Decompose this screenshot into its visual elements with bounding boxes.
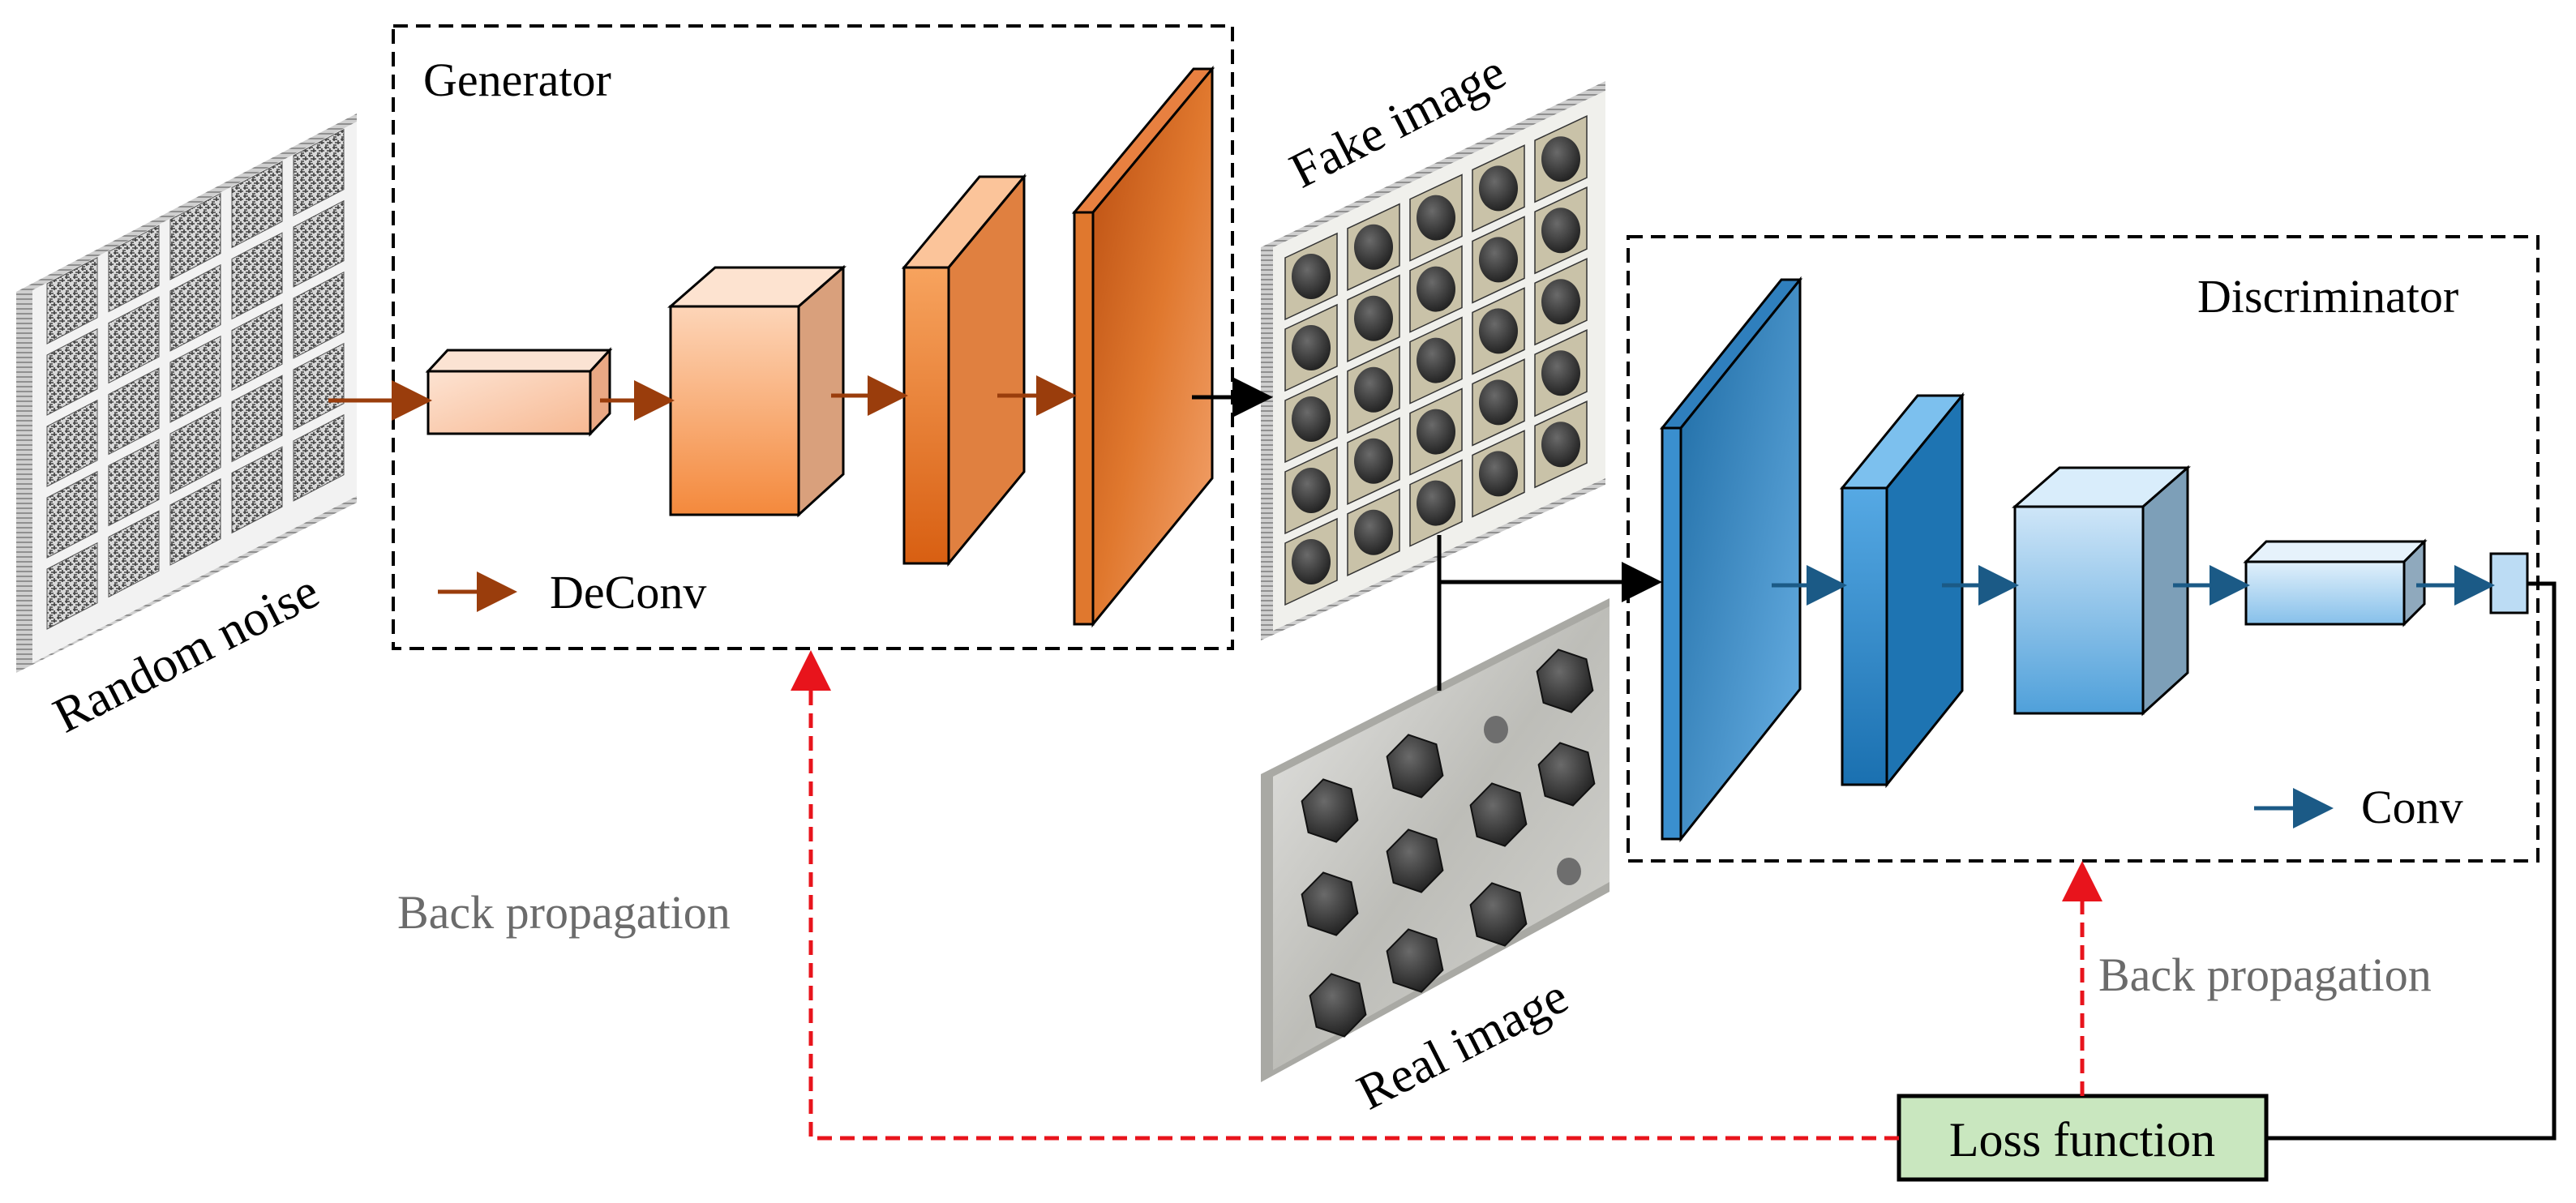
fake-bolt [1417, 480, 1455, 526]
fake-bolt [1292, 253, 1331, 299]
fake-bolt [1541, 136, 1580, 182]
noise-tile [231, 375, 283, 463]
discriminator-block-3 [2012, 465, 2191, 717]
real-bolt [1469, 882, 1528, 947]
noise-tile [169, 192, 221, 280]
discriminator-block-4 [2243, 538, 2428, 627]
fake-bolt [1354, 366, 1393, 413]
noise-tile [293, 413, 345, 502]
real-bolt [1309, 973, 1367, 1038]
noise-tile [108, 510, 160, 598]
real-bolt [1301, 871, 1359, 936]
noise-tile [46, 256, 98, 345]
fake-bolt [1354, 438, 1393, 484]
noise-tile [46, 542, 98, 630]
fake-bolt [1417, 195, 1455, 241]
noise-tile [46, 328, 98, 416]
fake-bolt [1541, 350, 1580, 396]
conv-legend-label: Conv [2361, 781, 2463, 833]
plate-hole [1557, 858, 1581, 885]
fake-bolt [1541, 279, 1580, 325]
real-bolt [1386, 928, 1444, 993]
discriminator-block-1 [1659, 276, 1803, 843]
fake-image-panel [1261, 81, 1605, 640]
noise-tile [46, 399, 98, 487]
fake-bolt [1354, 224, 1393, 270]
noise-tile [231, 446, 283, 534]
fake-bolt [1541, 422, 1580, 468]
data-flow-connectors [1192, 377, 1662, 691]
noise-tile [293, 271, 345, 359]
fake-image-tiles [1284, 114, 1588, 606]
noise-tile [169, 477, 221, 566]
fake-bolt [1354, 295, 1393, 341]
noise-tile [108, 439, 160, 527]
generator-title: Generator [423, 54, 611, 106]
generator-block-4 [1071, 65, 1215, 628]
noise-tile [293, 128, 345, 216]
fake-bolt [1354, 509, 1393, 555]
fake-bolt [1479, 165, 1518, 212]
noise-tile [231, 232, 283, 320]
noise-tile [46, 470, 98, 559]
noise-tile [108, 225, 160, 313]
back-propagation-discriminator-label: Back propagation [2098, 948, 2432, 1001]
fake-bolt [1541, 208, 1580, 254]
generator-block-3 [901, 173, 1027, 567]
fake-bolt [1479, 237, 1518, 283]
fake-bolt [1479, 451, 1518, 497]
noise-tiles [46, 128, 345, 630]
discriminator-title: Discriminator [2197, 270, 2458, 323]
real-bolt [1301, 778, 1359, 843]
fake-bolt [1292, 396, 1331, 442]
noise-tile [169, 406, 221, 494]
noise-tile [108, 296, 160, 384]
fake-bolt [1417, 266, 1455, 312]
deconv-legend-label: DeConv [550, 566, 706, 619]
back-propagation-arrows [791, 650, 2102, 1141]
fake-bolt [1292, 324, 1331, 370]
fake-bolt [1417, 409, 1455, 455]
noise-tile [231, 303, 283, 392]
real-bolt [1537, 742, 1596, 807]
loss-function-label: Loss function [1949, 1113, 2215, 1167]
fake-bolt [1479, 308, 1518, 354]
real-bolt [1469, 782, 1528, 847]
fake-bolt [1292, 467, 1331, 513]
back-propagation-generator-label: Back propagation [397, 886, 731, 939]
discriminator-output [2489, 552, 2529, 614]
real-image-bolts [1301, 649, 1596, 1038]
output-to-loss-connector [2266, 581, 2557, 1141]
random-noise-panel [16, 113, 357, 673]
real-bolt [1536, 649, 1594, 713]
noise-tile [231, 161, 283, 249]
real-bolt [1386, 828, 1444, 893]
generator-arrows [328, 375, 1077, 612]
generator-frame [392, 24, 1234, 650]
noise-tile [169, 263, 221, 352]
plate-hole [1484, 716, 1508, 743]
noise-tile [293, 199, 345, 288]
discriminator-arrows [1772, 565, 2495, 828]
loss-function-box [1897, 1094, 2269, 1182]
noise-tile [293, 342, 345, 430]
noise-tile [108, 367, 160, 456]
generator-block-2 [667, 264, 847, 518]
generator-block-1 [425, 347, 613, 437]
fake-bolt [1479, 379, 1518, 426]
discriminator-block-2 [1839, 392, 1965, 789]
noise-tile [169, 335, 221, 423]
fake-bolt [1292, 538, 1331, 584]
fake-bolt [1417, 337, 1455, 383]
real-bolt [1386, 734, 1444, 798]
real-image-plate [1261, 598, 1609, 1082]
